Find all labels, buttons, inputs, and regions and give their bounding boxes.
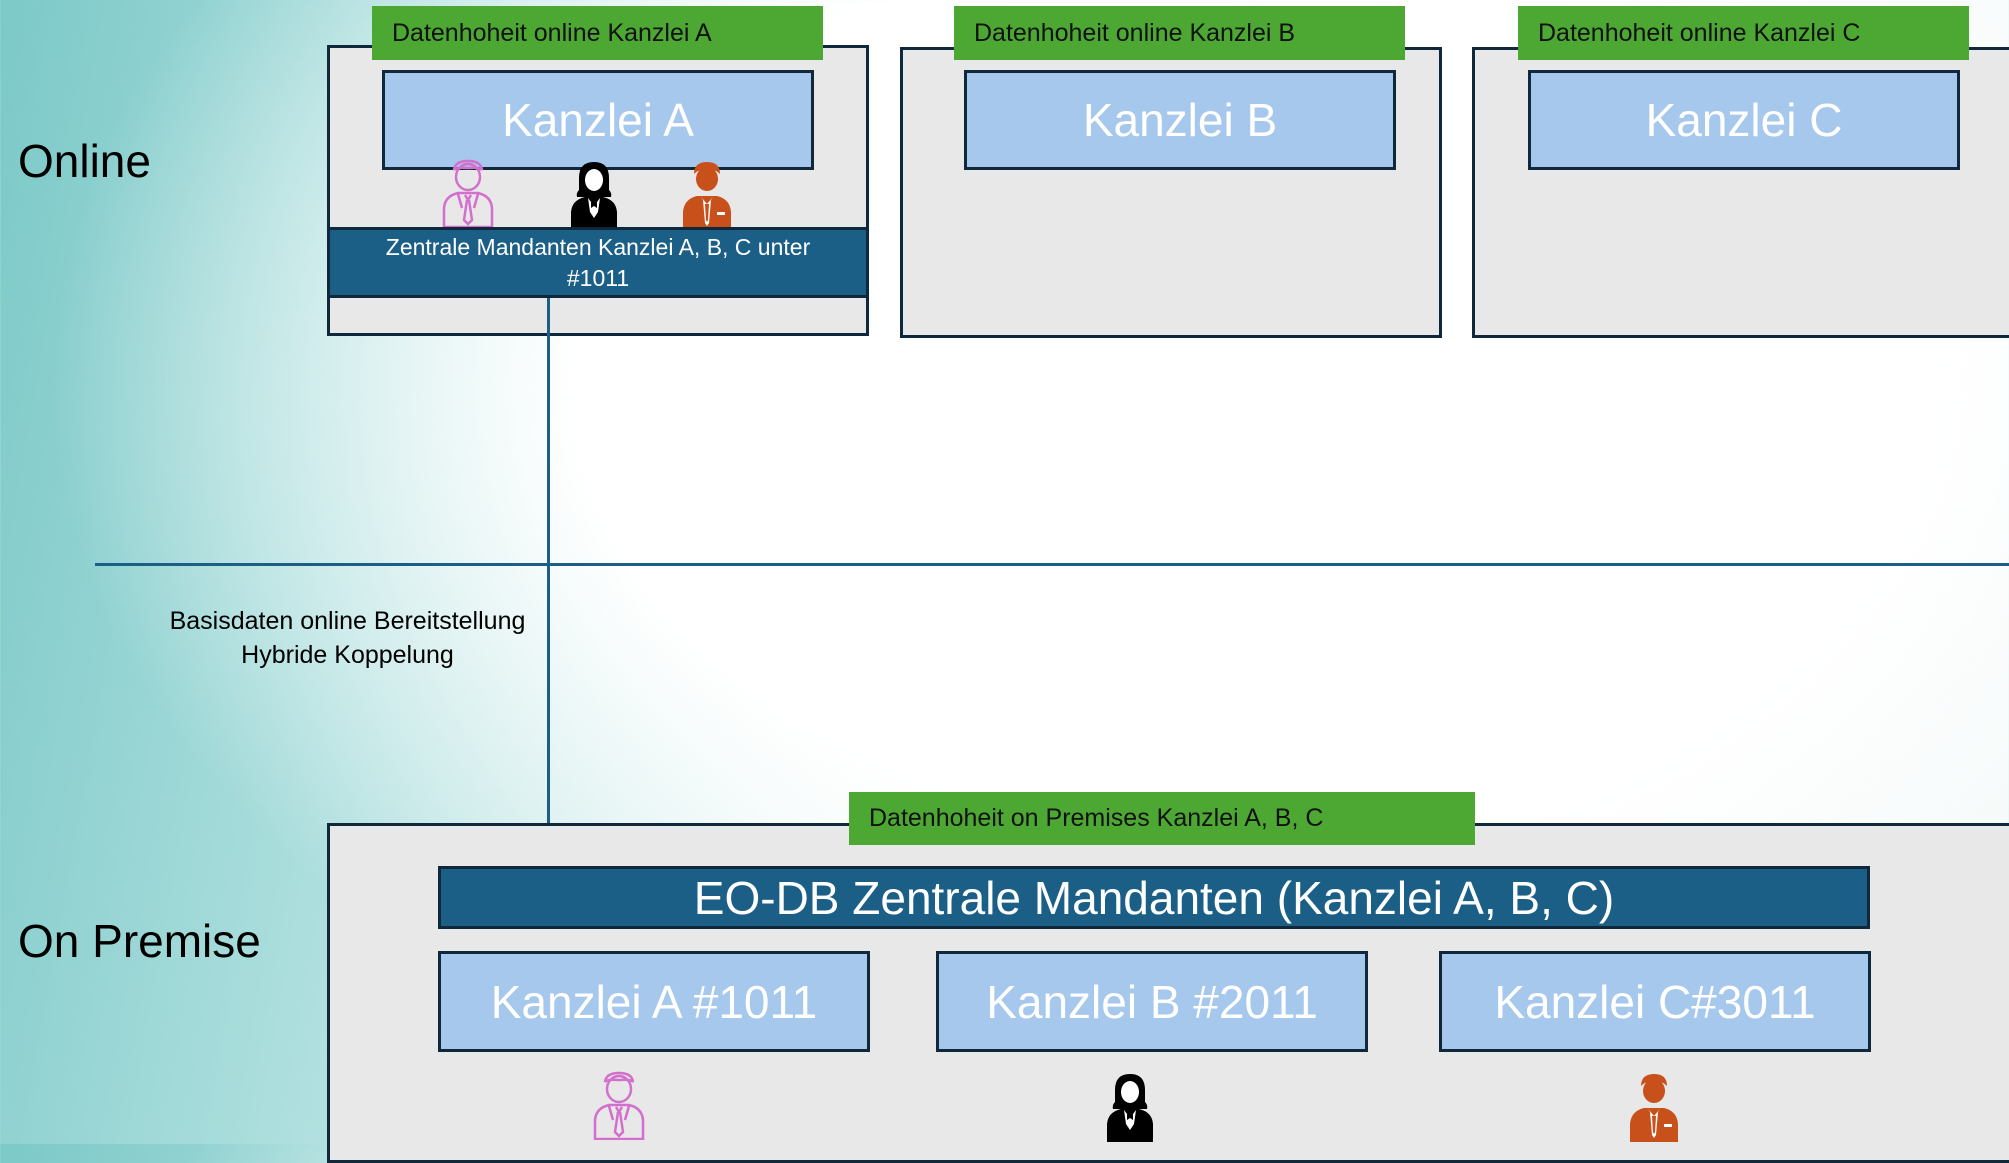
central-clients-line1: Zentrale Mandanten Kanzlei A, B, C unter xyxy=(385,233,811,260)
online-row-label: Online xyxy=(18,135,151,187)
online-tab-kanzlei-a: Datenhoheit online Kanzlei A xyxy=(372,6,823,60)
connection-note: Basisdaten online Bereitstellung Hybride… xyxy=(145,604,550,672)
central-clients-line2: #1011 xyxy=(566,264,630,291)
connection-note-line1: Basisdaten online Bereitstellung xyxy=(169,607,526,635)
online-tab-kanzlei-b: Datenhoheit online Kanzlei B xyxy=(954,6,1405,60)
onprem-box-kanzlei-b[interactable]: Kanzlei B #2011 xyxy=(936,951,1368,1052)
person-orange-icon xyxy=(680,160,734,230)
on-premise-row-label: On Premise xyxy=(18,915,261,967)
online-tab-kanzlei-c: Datenhoheit online Kanzlei C xyxy=(1518,6,1969,60)
online-box-kanzlei-a[interactable]: Kanzlei A xyxy=(382,70,814,170)
on-premise-tab: Datenhoheit on Premises Kanzlei A, B, C xyxy=(849,792,1475,845)
onprem-box-kanzlei-c[interactable]: Kanzlei C#3011 xyxy=(1439,951,1871,1052)
online-box-kanzlei-c[interactable]: Kanzlei C xyxy=(1528,70,1960,170)
central-clients-bar: Zentrale Mandanten Kanzlei A, B, C unter… xyxy=(327,227,869,298)
online-onpremise-divider xyxy=(95,563,2009,566)
online-box-kanzlei-b[interactable]: Kanzlei B xyxy=(964,70,1396,170)
person-black-icon xyxy=(1104,1072,1156,1142)
person-black-icon xyxy=(568,160,620,230)
person-outline-icon xyxy=(591,1070,647,1140)
person-orange-icon xyxy=(1627,1072,1681,1142)
eo-db-central-clients-bar: EO-DB Zentrale Mandanten (Kanzlei A, B, … xyxy=(438,866,1870,929)
hybrid-connector-line xyxy=(547,298,550,866)
person-outline-icon xyxy=(440,158,496,228)
connection-note-line2: Hybride Koppelung xyxy=(241,641,454,669)
onprem-box-kanzlei-a[interactable]: Kanzlei A #1011 xyxy=(438,951,870,1052)
